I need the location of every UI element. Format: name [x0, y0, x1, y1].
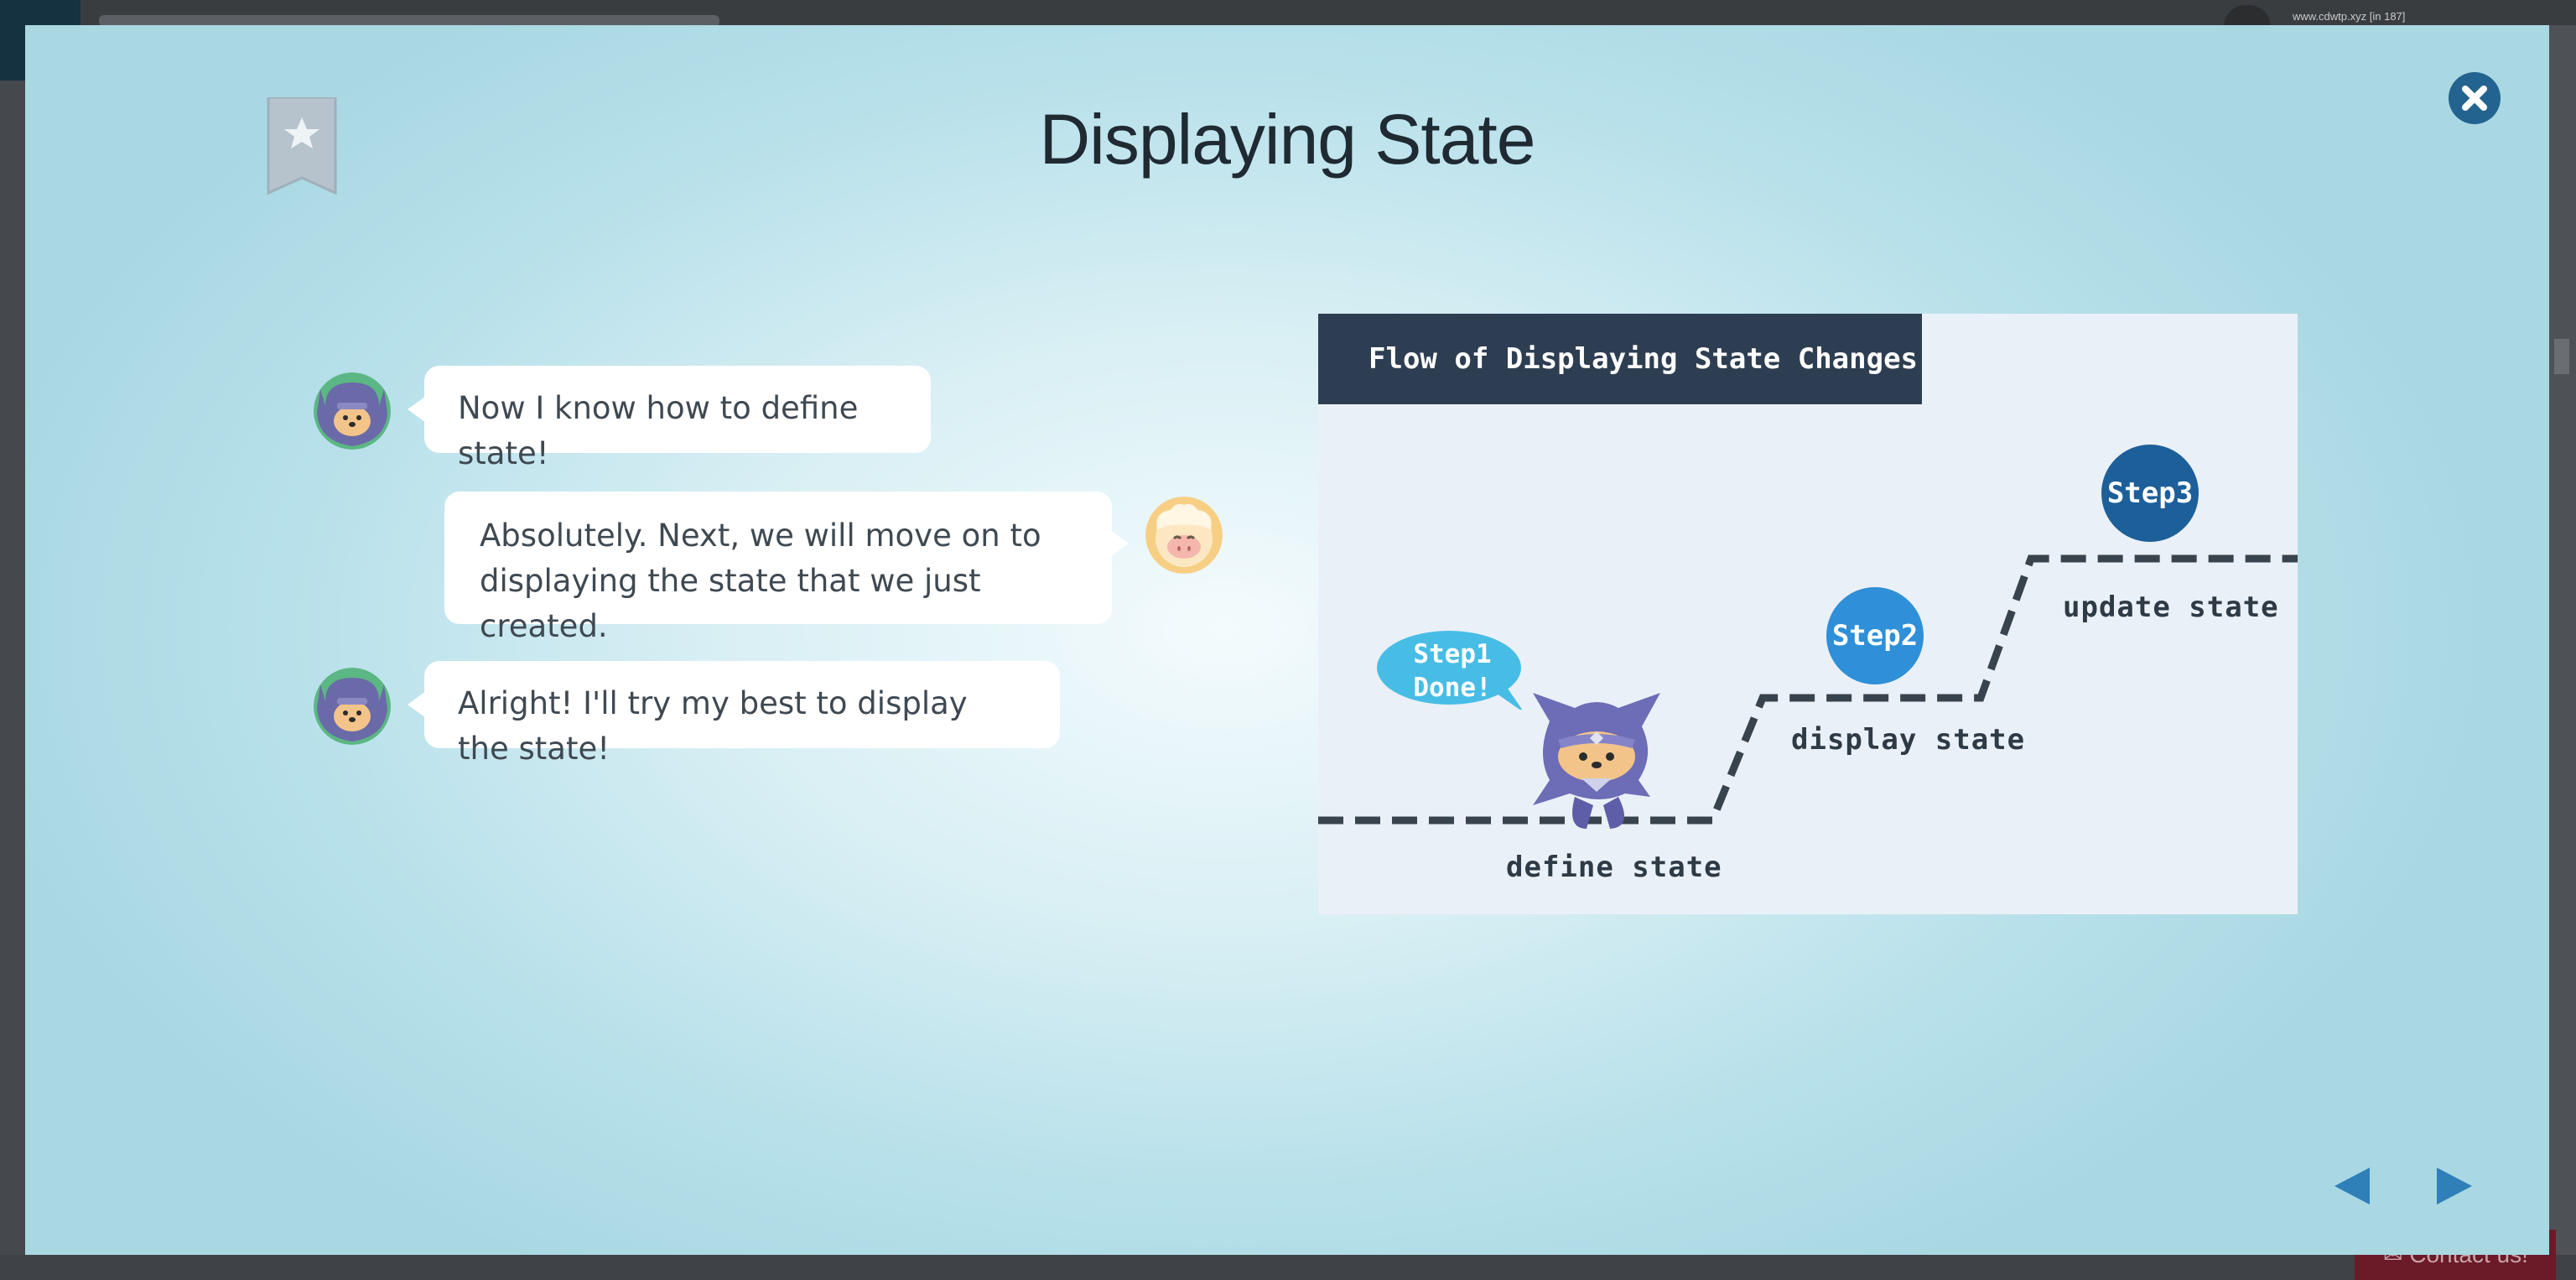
step2-circle: Step2: [1826, 587, 1924, 684]
step3-circle: Step3: [2101, 445, 2199, 542]
ninja-avatar: [314, 668, 391, 745]
stage-label-display-state: display state: [1791, 723, 2026, 757]
triangle-right-icon: [2437, 1168, 2472, 1205]
ninja-character: [1533, 693, 1660, 829]
chat-message-1: Now I know how to define state!: [408, 366, 931, 471]
flow-diagram: Flow of Displaying State Changes Step1 D…: [1318, 314, 2298, 914]
stair-path: [1318, 554, 2298, 825]
chat-message-text: Alright! I'll try my best to display the…: [458, 685, 968, 767]
speech-bubble: [1377, 631, 1523, 710]
chat-message-2: Absolutely. Next, we will move on to dis…: [444, 492, 1129, 644]
lesson-modal: Displaying State Now I know how to defin…: [25, 25, 2549, 1255]
close-icon: [2462, 86, 2487, 111]
chat-message-line: Absolutely. Next, we will move on to: [480, 518, 1041, 554]
page-title: Displaying State: [1039, 100, 1536, 179]
chat-message-3: Alright! I'll try my best to display the…: [408, 661, 1060, 767]
stage-label-define-state: define state: [1506, 851, 1722, 884]
bubble-tail: [408, 691, 426, 718]
background-sidebar: [0, 81, 25, 1255]
step1-done-label: Step1 Done!: [1413, 639, 1492, 703]
close-button[interactable]: [2449, 72, 2501, 124]
chat-message-text: Now I know how to define state!: [458, 390, 859, 471]
bubble-tail: [1110, 530, 1129, 557]
previous-button[interactable]: [2328, 1161, 2378, 1211]
background-search-bar: [99, 15, 719, 27]
sheep-avatar: [1145, 497, 1223, 574]
ninja-avatar: [314, 372, 391, 450]
background-url-text: www.cdwtp.xyz [in 187]: [2293, 10, 2406, 23]
bubble-tail: [408, 396, 426, 423]
triangle-left-icon: [2334, 1168, 2370, 1205]
diagram-title: Flow of Displaying State Changes: [1318, 314, 1922, 404]
background-scrollbar-thumb: [2554, 339, 2569, 374]
background-bottom-bar: [0, 1255, 2576, 1280]
next-button[interactable]: [2428, 1161, 2479, 1211]
stage-label-update-state: update state: [2063, 591, 2279, 624]
chat-message-line: displaying the state that we just create…: [480, 563, 981, 644]
star-bookmark-icon[interactable]: [267, 97, 337, 196]
